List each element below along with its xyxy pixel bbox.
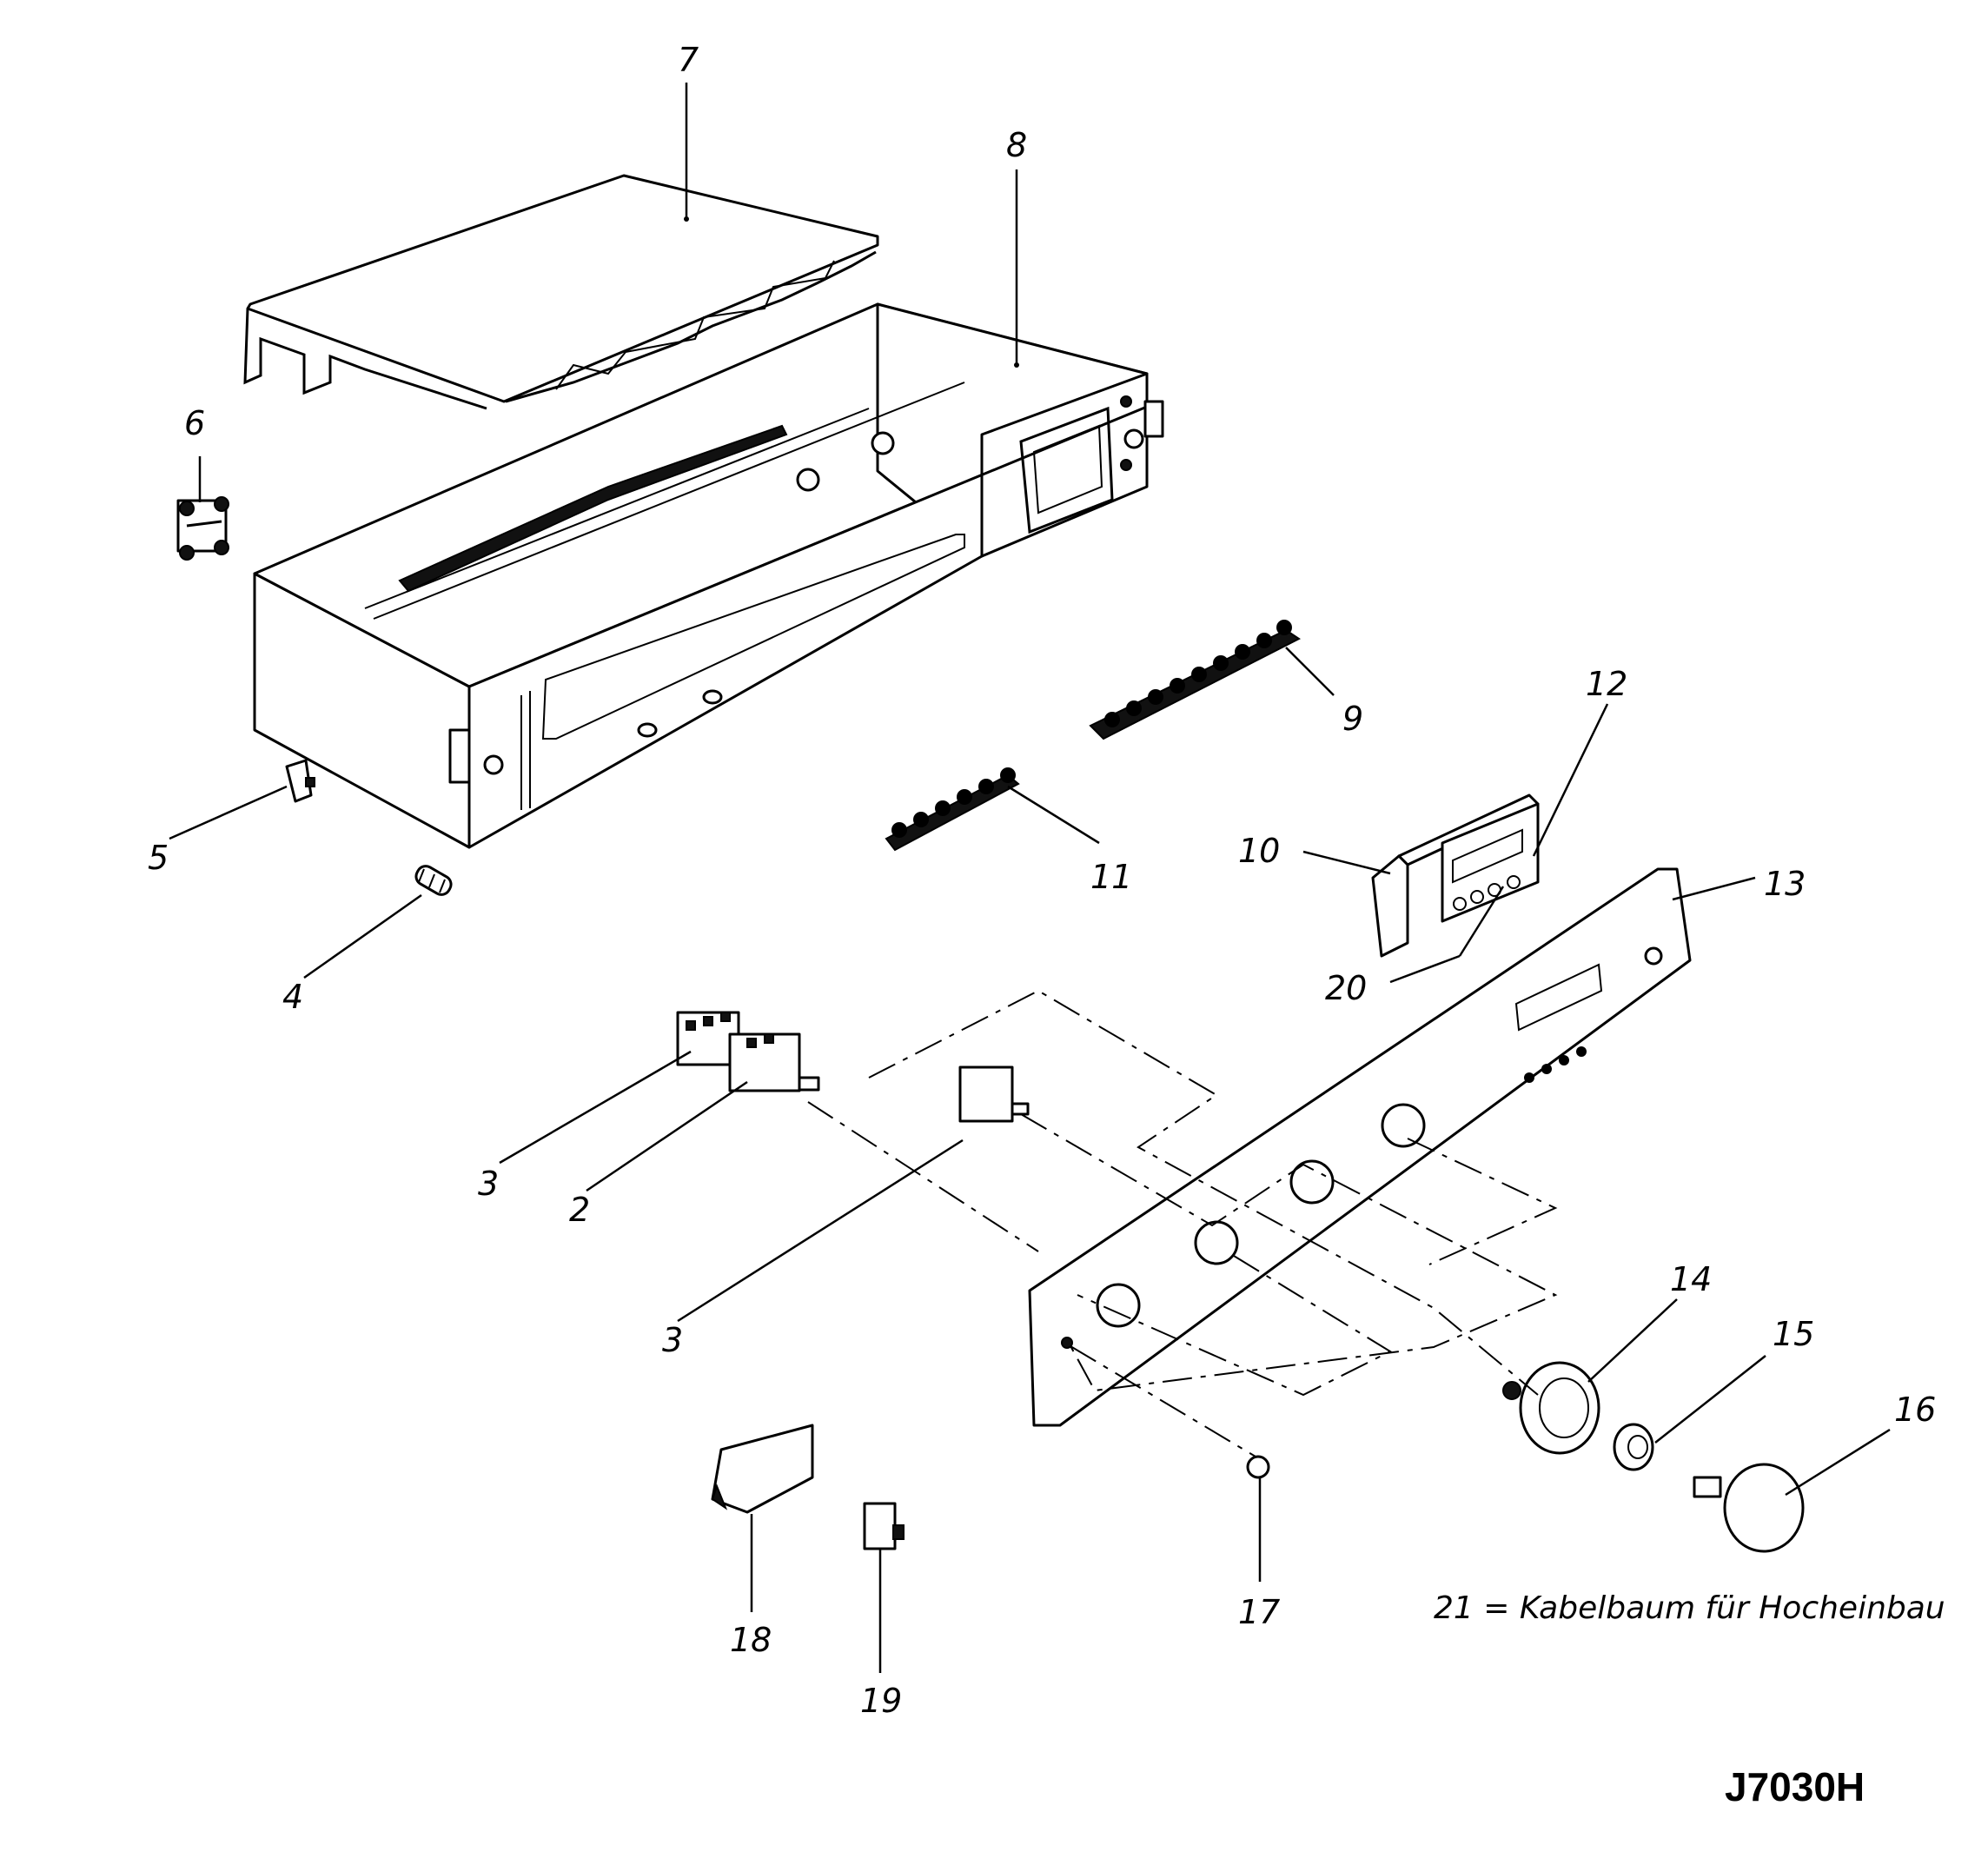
selector-switch-part-3-upper bbox=[676, 1011, 740, 1066]
knob-ring-part-15 bbox=[1613, 1423, 1654, 1471]
terminal-block-part-6 bbox=[176, 496, 229, 561]
connector-part-19 bbox=[863, 1502, 905, 1550]
label-13: 13 bbox=[1764, 865, 1806, 903]
part-labels: 7 8 6 5 4 9 11 10 12 13 20 3 2 3 14 15 1… bbox=[148, 41, 1936, 1720]
label-17: 17 bbox=[1238, 1593, 1280, 1631]
spring-part-4 bbox=[414, 865, 453, 896]
label-4: 4 bbox=[282, 978, 303, 1016]
terminal-strip-part-11 bbox=[885, 767, 1020, 852]
leader-lines bbox=[169, 83, 1891, 1673]
label-18: 18 bbox=[730, 1621, 772, 1659]
label-3-lower: 3 bbox=[662, 1321, 683, 1359]
label-11: 11 bbox=[1090, 858, 1132, 896]
housing-box-part bbox=[253, 302, 1164, 849]
clock-module-part bbox=[1371, 793, 1540, 958]
label-3-upper: 3 bbox=[478, 1165, 499, 1203]
control-knob-part-16 bbox=[1693, 1463, 1805, 1553]
label-7: 7 bbox=[678, 41, 699, 79]
assembly-guide-lines bbox=[807, 989, 1558, 1457]
knob-base-part-14 bbox=[1502, 1361, 1600, 1455]
wiring-harness-note: 21 = Kabelbaum für Hocheinbau bbox=[1434, 1590, 1945, 1626]
label-12: 12 bbox=[1586, 665, 1627, 703]
label-10: 10 bbox=[1238, 832, 1280, 870]
label-16: 16 bbox=[1894, 1391, 1936, 1429]
label-5: 5 bbox=[148, 839, 169, 877]
label-9: 9 bbox=[1342, 700, 1363, 738]
clip-part-5 bbox=[285, 759, 315, 803]
label-2: 2 bbox=[569, 1191, 590, 1229]
front-control-panel-part bbox=[1028, 867, 1692, 1427]
label-20: 20 bbox=[1325, 969, 1367, 1007]
label-6: 6 bbox=[184, 404, 205, 442]
label-14: 14 bbox=[1670, 1260, 1712, 1298]
top-cover-part bbox=[243, 174, 879, 410]
screw-part-17 bbox=[1246, 1455, 1270, 1479]
selector-switch-part-2 bbox=[728, 1032, 820, 1092]
terminal-strip-part-9 bbox=[1089, 620, 1301, 740]
label-19: 19 bbox=[860, 1682, 902, 1720]
bracket-part-18 bbox=[711, 1424, 814, 1514]
selector-switch-part-3-lower bbox=[958, 1065, 1030, 1123]
label-15: 15 bbox=[1773, 1315, 1814, 1353]
drawing-code: J7030H bbox=[1725, 1764, 1865, 1809]
label-8: 8 bbox=[1006, 126, 1027, 164]
